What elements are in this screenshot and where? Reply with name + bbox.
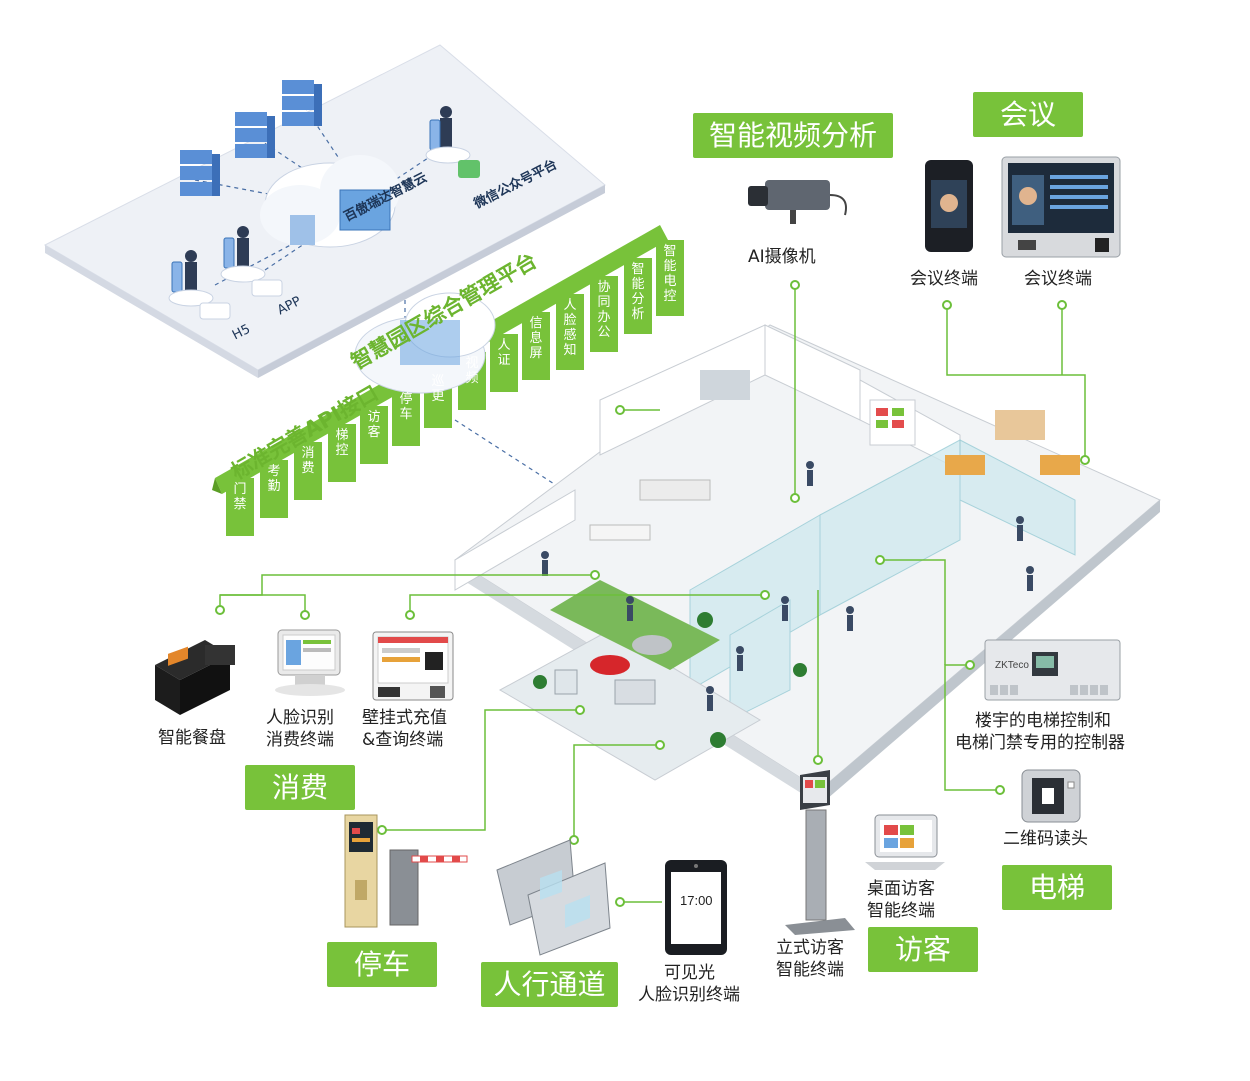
module-label: 信息屏 <box>529 316 543 361</box>
turnstile-icon <box>496 839 611 956</box>
desk-visitor-terminal-icon <box>865 814 945 870</box>
meeting-terminal-icon <box>925 160 973 252</box>
category-pedestrian: 人行通道 <box>481 962 618 1007</box>
server-icon <box>180 80 322 196</box>
visible-face-label-1: 可见光 <box>664 963 715 983</box>
stand-visitor-label-2: 智能终端 <box>776 960 844 980</box>
category-meeting: 会议 <box>973 92 1083 137</box>
ai-camera-icon <box>748 180 847 224</box>
elevator-ctrl-label-1: 楼宇的电梯控制和 <box>975 711 1111 731</box>
standing-visitor-kiosk-icon <box>785 770 855 935</box>
module-label: 消费 <box>301 446 315 476</box>
module-label: 人脸感知 <box>563 298 577 358</box>
desk-visitor-label-2: 智能终端 <box>867 901 935 921</box>
category-video: 智能视频分析 <box>693 113 893 158</box>
desk-visitor-label-1: 桌面访客 <box>867 879 935 899</box>
smart-tray-label: 智能餐盘 <box>158 728 226 748</box>
category-consumption: 消费 <box>245 765 355 810</box>
meeting-terminal-large-icon <box>1001 156 1121 258</box>
face-payment-terminal-icon <box>275 629 345 696</box>
module-label: 考勤 <box>267 464 281 494</box>
wall-recharge-terminal-icon <box>372 631 454 701</box>
face-pay-label-1: 人脸识别 <box>266 708 334 728</box>
elevator-controller-icon: ZKTeco <box>984 639 1121 701</box>
module-label: 停车 <box>399 392 413 422</box>
visible-face-label-2: 人脸识别终端 <box>638 985 740 1005</box>
module-tiles <box>226 240 684 536</box>
category-parking: 停车 <box>327 942 437 987</box>
parking-terminal-icon <box>344 814 468 928</box>
module-label: 智能分析 <box>631 262 645 322</box>
module-label: 视频 <box>465 356 479 386</box>
module-label: 智能电控 <box>663 244 677 304</box>
face-terminal-clock: 17:00 <box>680 893 713 908</box>
smart-tray-icon <box>155 640 235 715</box>
module-label: 访客 <box>367 410 381 440</box>
module-label: 门禁 <box>233 482 247 512</box>
car-icon <box>590 635 672 705</box>
svg-text:ZKTeco: ZKTeco <box>995 660 1029 671</box>
module-label: 协同办公 <box>597 280 611 340</box>
stand-visitor-label-1: 立式访客 <box>776 938 844 958</box>
module-label: 人证 <box>497 338 511 368</box>
elevator-ctrl-label-2: 电梯门禁专用的控制器 <box>955 733 1125 753</box>
connector-lines <box>219 285 1086 903</box>
platform-cloud-icon <box>354 292 496 394</box>
face-pay-label-2: 消费终端 <box>266 730 334 750</box>
meeting-terminal-1-label: 会议终端 <box>910 269 978 289</box>
category-visitor: 访客 <box>868 927 978 972</box>
module-label: 巡更 <box>431 374 445 404</box>
qr-reader-label: 二维码读头 <box>1003 829 1088 849</box>
wall-recharge-label-1: 壁挂式充值 <box>362 708 447 728</box>
cloud-icon <box>260 155 400 248</box>
wechat-icon <box>458 160 480 178</box>
wall-recharge-label-2: &查询终端 <box>362 730 444 750</box>
meeting-terminal-2-label: 会议终端 <box>1024 269 1092 289</box>
category-elevator: 电梯 <box>1002 865 1112 910</box>
face-terminal-icon <box>665 860 727 955</box>
connector-dots <box>215 280 1090 907</box>
ai-camera-label: AI摄像机 <box>748 247 816 267</box>
qr-reader-icon <box>1021 769 1081 823</box>
module-label: 梯控 <box>335 428 349 458</box>
